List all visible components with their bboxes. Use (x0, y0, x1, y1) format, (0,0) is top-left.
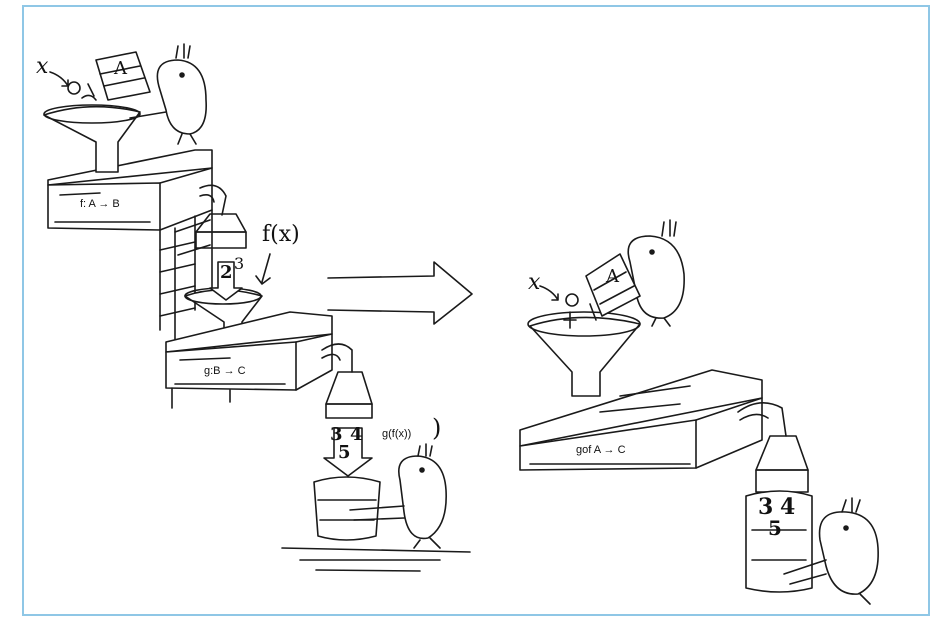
machine-g-box (166, 312, 332, 408)
fx-arrow (256, 254, 270, 284)
input-arrow-right (540, 286, 558, 300)
machine-f-box (48, 150, 212, 230)
spout-g (322, 344, 372, 418)
bin-letter-right: A (606, 266, 619, 287)
machine-f-label: f: A → B (80, 198, 120, 210)
machine-gof-label: gof A → C (576, 444, 626, 456)
funnel-gof (528, 312, 640, 396)
ground-lines-left (282, 548, 470, 571)
spout-g-digit-3: 5 (338, 442, 351, 463)
collecting-bin-right (746, 491, 812, 592)
spout-f-digit-2: 3 (234, 254, 244, 273)
spout-gof-digit-3: 5 (768, 516, 782, 540)
input-x-right: x (528, 270, 540, 295)
machine-support-ladder (160, 210, 212, 340)
spout-g-digit-2: 4 (350, 424, 363, 445)
machine-gof-box (520, 370, 762, 470)
transformation-arrow (328, 262, 472, 324)
spout-f-digit-1: 2 (220, 262, 233, 283)
gfx-annotation: g(f(x)) (382, 428, 411, 440)
machine-g-label: g:B → C (204, 365, 246, 377)
spout-f (196, 185, 246, 248)
gfx-close-paren: ) (432, 414, 441, 442)
funnel-f (44, 105, 140, 172)
falling-digits-left (68, 82, 96, 100)
input-x-left: x (36, 54, 48, 79)
spout-gof (738, 403, 808, 492)
bin-letter-left: A (114, 58, 127, 79)
spout-gof-digit-2: 4 (780, 494, 795, 520)
input-arrow-left (50, 72, 68, 86)
fx-annotation: f(x) (262, 222, 300, 247)
